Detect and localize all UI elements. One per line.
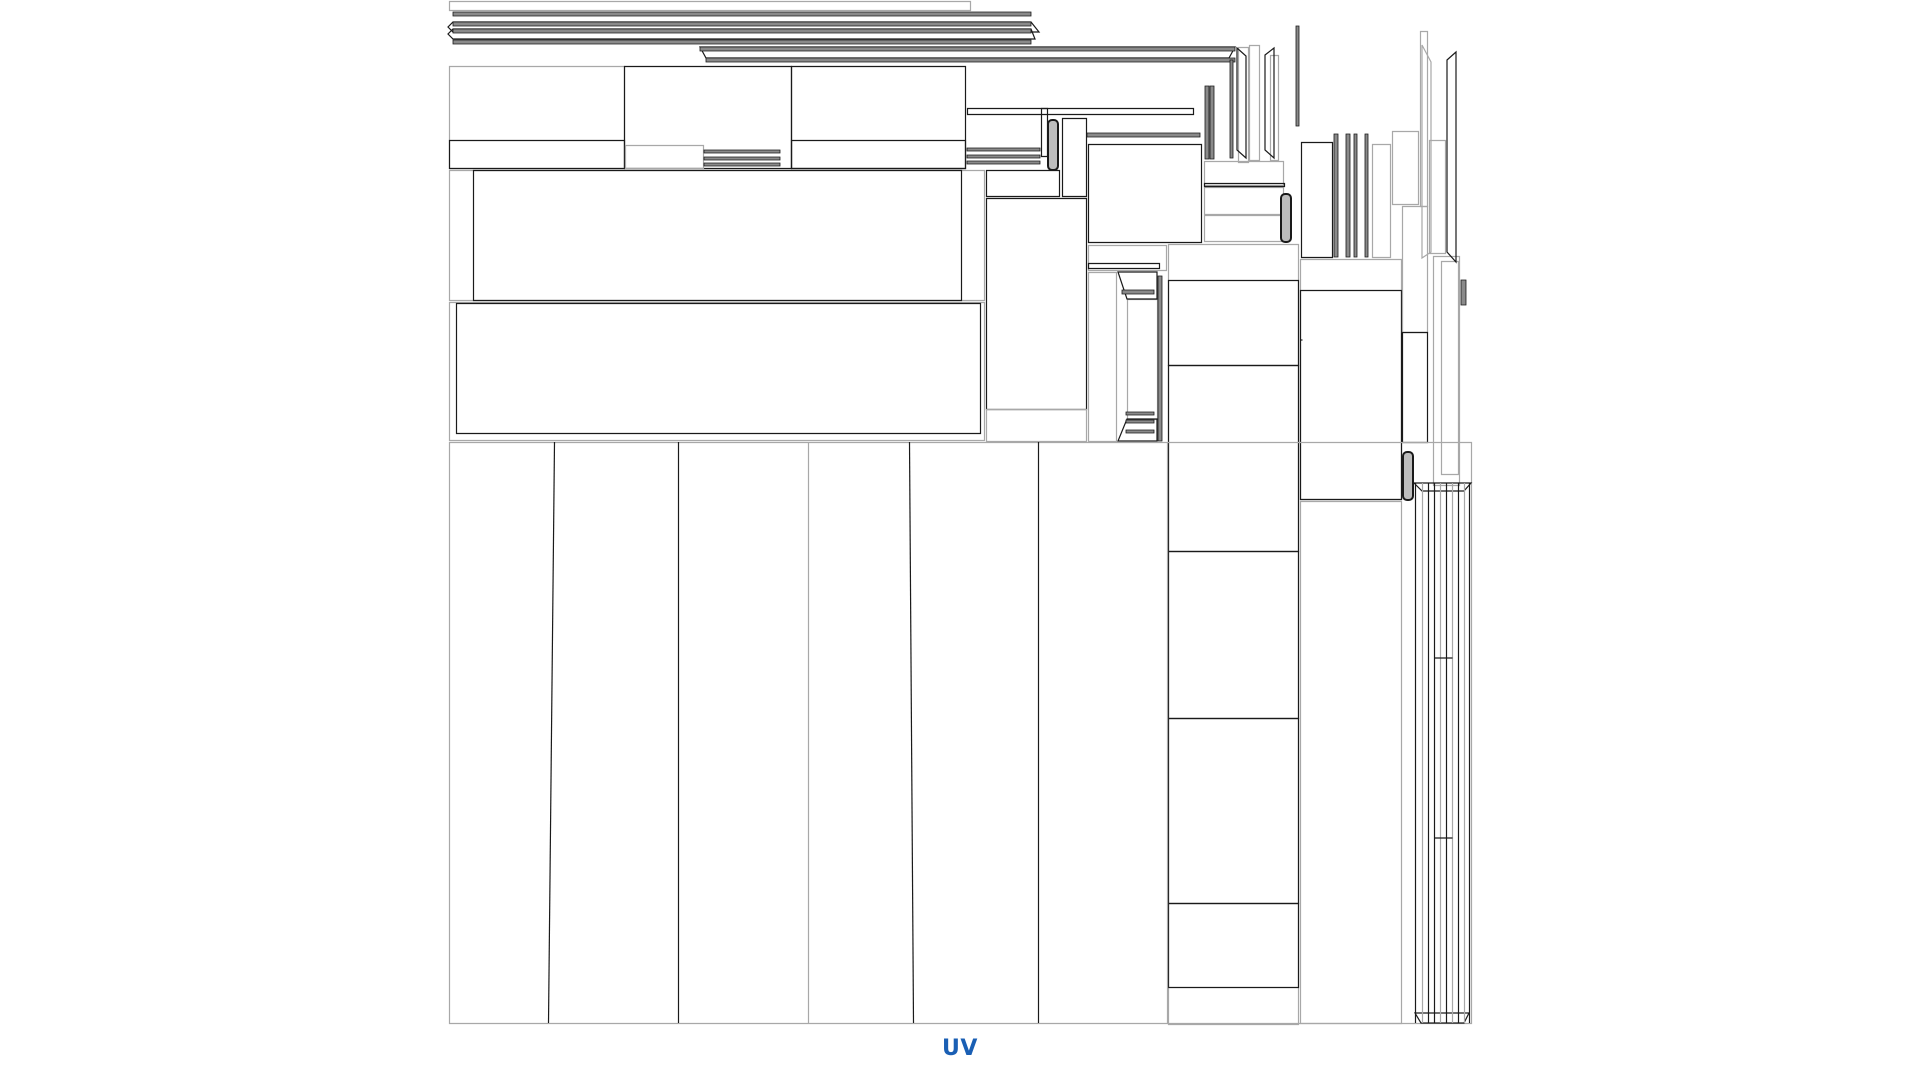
uv-edge-lines xyxy=(549,340,1470,1023)
uv-island xyxy=(968,109,1194,115)
uv-island xyxy=(1169,719,1299,904)
uv-island xyxy=(1089,273,1117,442)
uv-islands-rects xyxy=(450,2,1472,1025)
uv-island xyxy=(1169,281,1299,366)
uv-island xyxy=(450,141,625,169)
uv-island xyxy=(792,141,966,169)
uv-islands-polygons xyxy=(448,22,1471,1023)
uv-island xyxy=(450,303,985,441)
uv-strip xyxy=(700,47,1235,51)
uv-island xyxy=(457,304,981,434)
uv-island xyxy=(1089,264,1160,269)
uv-island xyxy=(1042,109,1048,157)
uv-island xyxy=(1169,245,1299,1025)
uv-island xyxy=(450,2,971,11)
uv-island xyxy=(1250,46,1260,161)
uv-island-poly xyxy=(1118,272,1157,299)
uv-edge xyxy=(549,442,555,1023)
uv-island xyxy=(1430,141,1446,254)
uv-island xyxy=(450,443,1472,1024)
uv-island xyxy=(1373,145,1391,258)
uv-strip xyxy=(1354,134,1357,257)
uv-island-poly xyxy=(1447,52,1456,262)
uv-strip xyxy=(1087,133,1200,137)
uv-island xyxy=(1205,188,1284,215)
uv-island xyxy=(1169,366,1299,552)
uv-island xyxy=(1393,132,1419,205)
uv-strip xyxy=(706,58,1235,62)
uv-island-poly xyxy=(1422,45,1431,258)
uv-thin-strips xyxy=(453,12,1466,441)
uv-strip xyxy=(453,40,1031,44)
uv-island xyxy=(987,171,1060,197)
uv-island xyxy=(1301,291,1402,500)
uv-strip xyxy=(1126,430,1154,433)
uv-island xyxy=(1205,216,1284,242)
uv-island xyxy=(987,410,1087,442)
uv-island xyxy=(1434,257,1460,486)
uv-island-poly xyxy=(1237,48,1246,158)
uv-island xyxy=(450,67,625,169)
uv-strip xyxy=(1210,86,1214,159)
uv-strip xyxy=(1158,276,1162,441)
uv-strip xyxy=(1230,60,1233,158)
uv-island xyxy=(1169,904,1299,988)
uv-island xyxy=(1089,145,1202,243)
uv-island xyxy=(1205,184,1285,187)
uv-strip xyxy=(1346,134,1350,257)
uv-strip xyxy=(1334,134,1338,257)
uv-capsule xyxy=(1281,194,1291,242)
uv-island xyxy=(1403,207,1428,333)
uv-island xyxy=(1301,260,1402,500)
uv-island xyxy=(1239,48,1249,163)
uv-strip xyxy=(1126,420,1154,423)
uv-strip xyxy=(1122,290,1154,294)
uv-capsule xyxy=(1403,452,1413,500)
uv-capsule xyxy=(1048,120,1058,170)
uv-capsule-islands xyxy=(1048,120,1413,500)
uv-island-poly xyxy=(1118,419,1157,441)
uv-island xyxy=(1403,333,1428,443)
uv-island xyxy=(1442,262,1459,475)
uv-strip xyxy=(967,148,1040,151)
uv-island xyxy=(1421,32,1428,207)
uv-edge xyxy=(910,442,914,1023)
uv-strip xyxy=(704,163,780,166)
uv-island xyxy=(792,67,966,169)
uv-strip xyxy=(967,161,1040,164)
uv-island xyxy=(1302,143,1333,258)
uv-strip xyxy=(1365,134,1368,257)
uv-strip xyxy=(453,29,1031,33)
uv-island xyxy=(474,171,962,301)
uv-island xyxy=(1089,246,1167,271)
uv-strip xyxy=(1205,86,1209,159)
uv-strip xyxy=(453,22,1031,26)
uv-strip xyxy=(967,155,1040,158)
uv-island xyxy=(987,199,1087,410)
uv-island xyxy=(1128,300,1158,420)
uv-strip xyxy=(704,157,780,160)
uv-strip xyxy=(1461,280,1466,305)
uv-island xyxy=(626,146,704,169)
uv-view-label: UV xyxy=(942,1036,978,1061)
uv-strip xyxy=(704,150,780,153)
uv-strip xyxy=(1296,26,1299,126)
uv-island xyxy=(1063,119,1087,197)
uv-strip xyxy=(453,12,1031,16)
uv-island xyxy=(450,171,985,301)
uv-island xyxy=(1169,552,1299,719)
uv-island xyxy=(1301,502,1402,1024)
uv-strip xyxy=(1126,412,1154,415)
uv-island-poly xyxy=(1265,48,1274,158)
uv-island xyxy=(1205,162,1284,186)
